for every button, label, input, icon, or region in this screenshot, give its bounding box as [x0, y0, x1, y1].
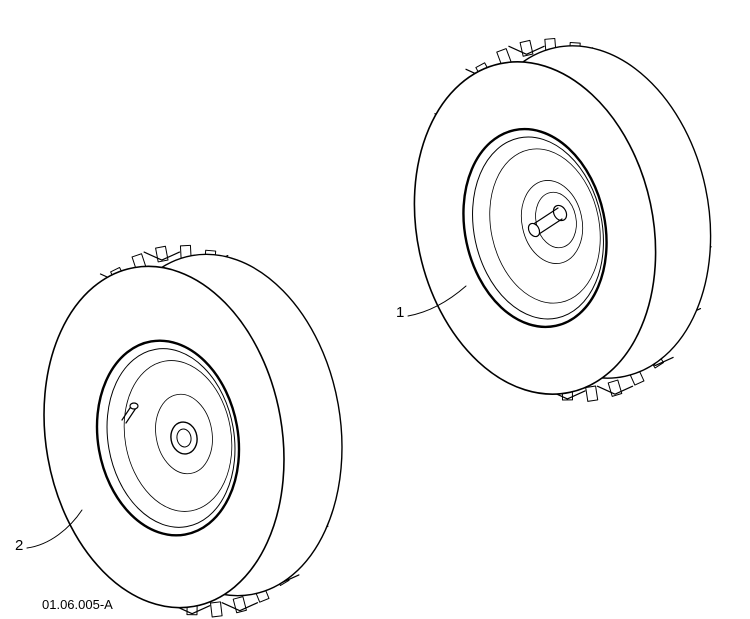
- axle-stub: [527, 204, 568, 238]
- rim-outer: [95, 339, 241, 537]
- leader-line-1: [407, 285, 467, 317]
- tread-chevron: [596, 385, 634, 395]
- hub-ring-inner: [535, 191, 577, 249]
- valve-stem: [121, 402, 139, 424]
- rim-outer: [462, 127, 608, 329]
- wheel-1: [413, 38, 712, 402]
- tread-chevron: [508, 45, 545, 55]
- hub-ring: [520, 180, 584, 264]
- leader-line-2: [26, 509, 83, 549]
- hub-ring: [155, 393, 213, 475]
- axle-stub: [170, 421, 198, 455]
- tread-lug: [155, 245, 169, 263]
- rim-inner: [472, 136, 604, 320]
- tread-lug: [585, 385, 599, 402]
- rim-well: [489, 148, 601, 304]
- tread-lug: [210, 601, 223, 618]
- callout-1: 1: [396, 304, 405, 321]
- callout-2: 2: [15, 537, 24, 554]
- tread-chevron: [143, 251, 181, 261]
- tire-sidewall: [43, 265, 285, 609]
- rim-well: [123, 360, 233, 512]
- tread-chevron: [221, 602, 259, 612]
- figure-code: 01.06.005-A: [42, 597, 113, 612]
- rim-inner: [106, 348, 236, 528]
- wheel-2: [43, 244, 343, 618]
